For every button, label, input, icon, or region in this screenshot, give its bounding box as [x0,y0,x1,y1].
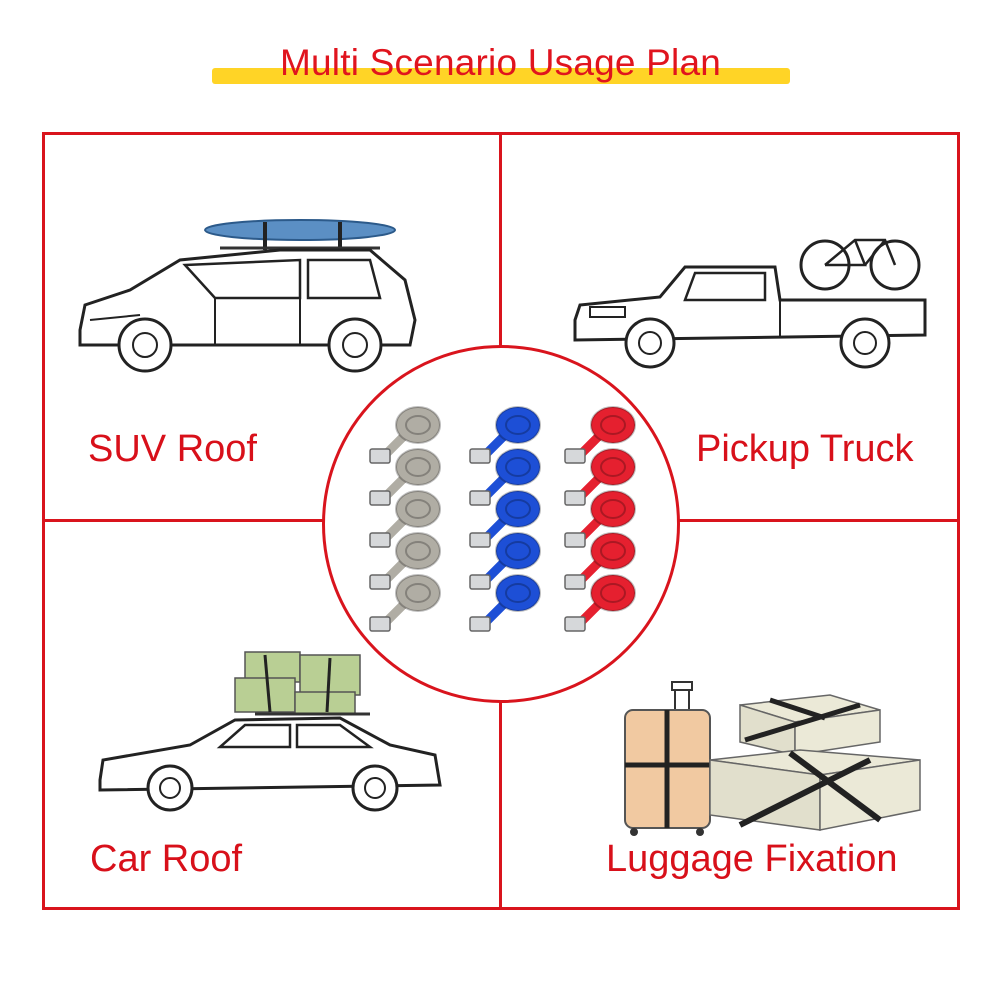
strap-blue-4 [469,532,541,590]
scenario-label-luggage-fixation: Luggage Fixation [606,838,898,880]
frame-center-horizontal-left [42,519,342,522]
strap-grey-1 [369,406,441,464]
sedan-cargo-illustration [98,651,442,812]
strap-red-1 [564,406,636,464]
scenario-label-pickup-truck: Pickup Truck [696,428,914,470]
scenario-label-suv-roof: SUV Roof [88,428,257,470]
strap-blue-2 [469,448,541,506]
strap-red-4 [564,532,636,590]
strap-blue-3 [469,490,541,548]
strap-product-illustration [369,406,636,632]
strap-red-2 [564,448,636,506]
strap-grey-3 [369,490,441,548]
suv-surfboard-illustration [78,219,417,373]
strap-blue-1 [469,406,541,464]
luggage-boxes-illustration [624,681,921,836]
strap-red-5 [564,574,636,632]
scenario-label-car-roof: Car Roof [90,838,243,880]
page-title: Multi Scenario Usage Plan [280,42,721,83]
frame-center-horizontal-right [660,519,960,522]
title-banner: Multi Scenario Usage Plan [0,38,1001,98]
strap-grey-2 [369,448,441,506]
title-highlight [212,68,790,84]
strap-grey-4 [369,532,441,590]
pickup-bike-illustration [573,238,927,369]
strap-grey-5 [369,574,441,632]
strap-blue-5 [469,574,541,632]
strap-red-3 [564,490,636,548]
